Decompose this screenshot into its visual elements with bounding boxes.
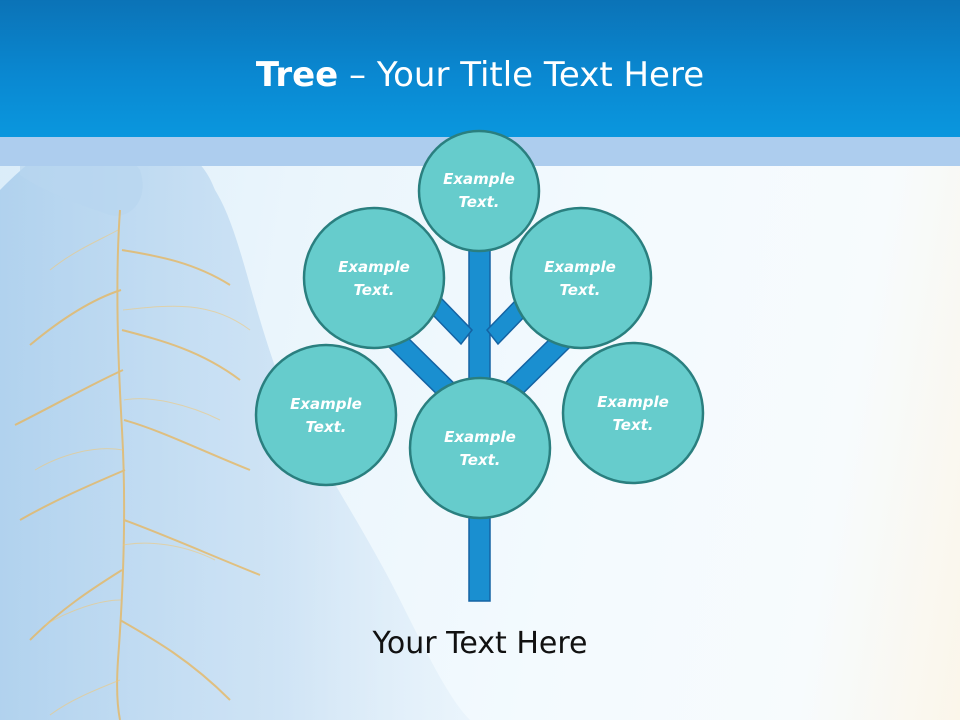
- node-lower-right-line2: Text.: [612, 416, 654, 434]
- node-lower-right-text: Example Text.: [563, 391, 703, 437]
- node-lower-left: [254, 343, 398, 487]
- node-center-text: Example Text.: [410, 426, 550, 472]
- node-center: [408, 376, 552, 520]
- node-upper-right: [509, 206, 653, 350]
- title-separator: –: [338, 55, 377, 95]
- node-upper-right-line2: Text.: [559, 281, 601, 299]
- node-top-line2: Text.: [458, 193, 500, 211]
- node-top-line1: Example: [443, 170, 515, 188]
- node-lower-left-text: Example Text.: [256, 393, 396, 439]
- node-upper-left-line2: Text.: [353, 281, 395, 299]
- node-lower-right: [561, 341, 705, 485]
- node-upper-left-text: Example Text.: [304, 256, 444, 302]
- node-center-line1: Example: [444, 428, 516, 446]
- slide-title: Tree – Your Title Text Here: [0, 52, 960, 98]
- node-lower-right-line1: Example: [597, 393, 669, 411]
- node-center-line2: Text.: [459, 451, 501, 469]
- title-bold-part: Tree: [255, 55, 339, 95]
- node-lower-left-line1: Example: [290, 395, 362, 413]
- node-top: [417, 129, 541, 253]
- title-rest: Your Title Text Here: [376, 55, 705, 95]
- node-upper-right-line1: Example: [544, 258, 616, 276]
- caption-text: Your Text Here: [372, 626, 588, 661]
- header-bar: [0, 0, 960, 137]
- node-top-text: Example Text.: [409, 168, 549, 214]
- node-lower-left-line2: Text.: [305, 418, 347, 436]
- node-upper-right-text: Example Text.: [510, 256, 650, 302]
- node-upper-left-line1: Example: [338, 258, 410, 276]
- tree-nodes: [254, 129, 705, 520]
- node-upper-left: [302, 206, 446, 350]
